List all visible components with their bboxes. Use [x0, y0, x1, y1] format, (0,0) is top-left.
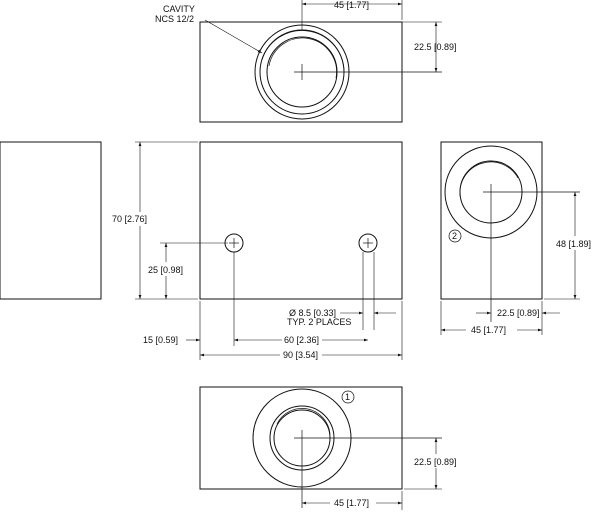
front-view-body: [199, 141, 403, 300]
bottom-view: 1 22.5 [0.89] 45 [1.77]: [199, 386, 457, 510]
side-port-label: 2: [452, 231, 457, 241]
cavity-leader: [204, 19, 263, 54]
side-view-body: [440, 141, 543, 300]
side-view: 2 48 [1.89] 22.5 [0.89] 45 [1.77]: [440, 141, 591, 335]
top-dim-width: 45 [1.77]: [334, 0, 369, 10]
front-dim-total-width: 90 [3.54]: [283, 350, 318, 360]
cavity-label: CAVITY: [163, 4, 195, 14]
bottom-dim-height: 22.5 [0.89]: [414, 457, 457, 467]
cavity-spec-label: NCS 12/2: [155, 14, 194, 24]
top-cavity-thread-arc: [261, 30, 345, 71]
front-dim-hole-height: 25 [0.98]: [148, 265, 183, 275]
hole-spec-count: TYP. 2 PLACES: [287, 317, 351, 327]
side-dim-height: 48 [1.89]: [556, 239, 591, 249]
front-view: 70 [2.76] 25 [0.98] Ø 8.5 [0.33] TYP. 2 …: [112, 141, 403, 360]
top-dim-height: 22.5 [0.89]: [414, 42, 457, 52]
front-hole-right: [358, 233, 378, 253]
bottom-port-label: 1: [345, 392, 350, 402]
front-dim-hole-spacing: 60 [2.36]: [284, 335, 319, 345]
front-dim-left-offset: 15 [0.59]: [143, 335, 178, 345]
top-cavity-bore-arc: [268, 37, 337, 79]
left-side-view: [0, 141, 102, 300]
side-dim-half-width: 22.5 [0.89]: [497, 308, 540, 318]
front-dim-height-total: 70 [2.76]: [112, 214, 147, 224]
bottom-port-label-circle: [341, 390, 355, 404]
side-dim-width: 45 [1.77]: [471, 325, 506, 335]
side-port-bore-arc: [459, 161, 519, 197]
top-view: CAVITY NCS 12/2 45 [1.77] 22.5 [0.89]: [155, 0, 457, 123]
bottom-dim-width: 45 [1.77]: [334, 498, 369, 508]
bottom-port-arc: [276, 408, 331, 435]
side-port-label-circle: [448, 229, 462, 243]
hole-spec-diameter: Ø 8.5 [0.33]: [289, 308, 336, 318]
